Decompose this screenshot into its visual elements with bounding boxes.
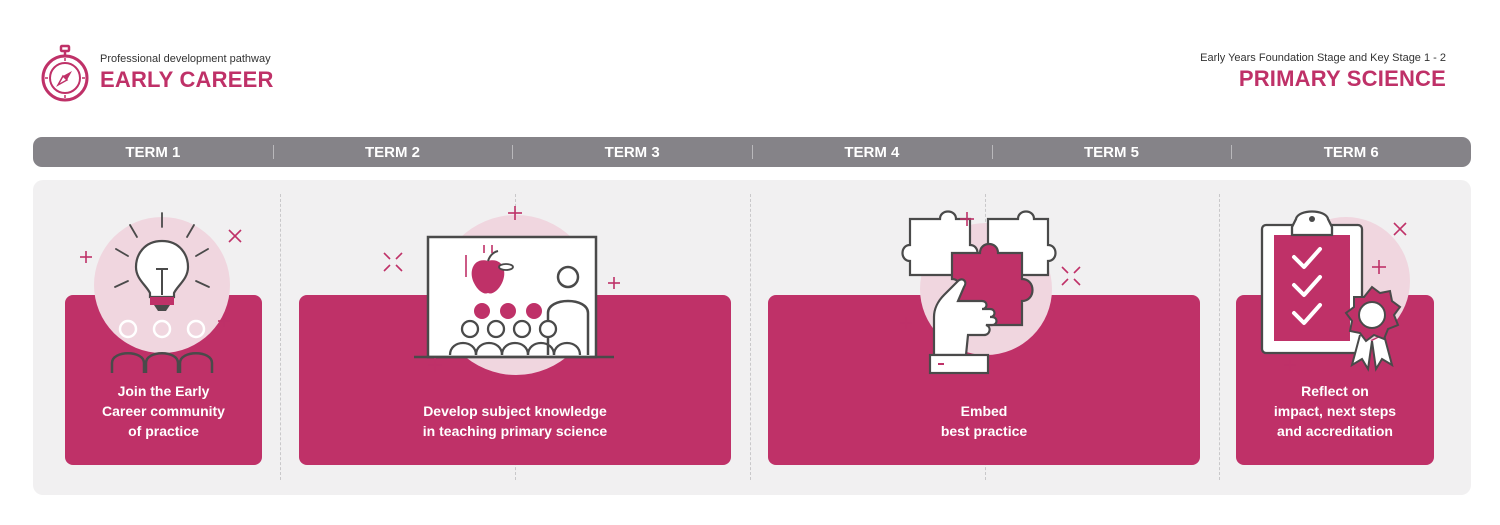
card-line: Develop subject knowledge	[423, 403, 607, 419]
term-2-label: TERM 2	[272, 137, 513, 167]
term-3-label: TERM 3	[512, 137, 752, 167]
card-line: Reflect on	[1301, 383, 1369, 399]
term-1-label: TERM 1	[125, 143, 181, 161]
term-divider	[280, 194, 281, 480]
term-4-label: TERM 4	[752, 137, 992, 167]
classroom-presentation-icon	[383, 206, 620, 375]
card-line: Career community	[102, 403, 225, 419]
clipboard-award-icon	[1260, 210, 1410, 372]
header-right: Early Years Foundation Stage and Key Sta…	[1200, 52, 1446, 92]
card-line: in teaching primary science	[422, 423, 608, 439]
header-left: Professional development pathway EARLY C…	[40, 44, 274, 102]
card-line: impact, next steps	[1273, 403, 1397, 419]
card-line: of practice	[128, 423, 199, 439]
term-divider	[750, 194, 751, 480]
timeline-panel	[33, 180, 1471, 495]
pathway-title: EARLY CAREER	[100, 67, 274, 92]
card-line: Join the Early	[117, 383, 210, 399]
subject-title: PRIMARY SCIENCE	[1238, 66, 1446, 91]
card-line: best practice	[940, 423, 1028, 439]
card-line: and accreditation	[1277, 423, 1393, 439]
compass-icon	[41, 44, 89, 102]
term-6-label: TERM 6	[1231, 137, 1471, 167]
pathway-subtitle: Professional development pathway	[100, 53, 271, 65]
term-divider	[1219, 194, 1220, 480]
term-5-label: TERM 5	[991, 137, 1232, 167]
card-line: Embed	[960, 403, 1008, 419]
hand-puzzle-icon	[900, 210, 1081, 375]
lightbulb-community-icon	[80, 212, 242, 373]
stage-subtitle: Early Years Foundation Stage and Key Sta…	[1200, 52, 1446, 64]
term-bar: TERM 1 TERM 2 TERM 3 TERM 4 TERM 5 TERM …	[33, 137, 1471, 167]
